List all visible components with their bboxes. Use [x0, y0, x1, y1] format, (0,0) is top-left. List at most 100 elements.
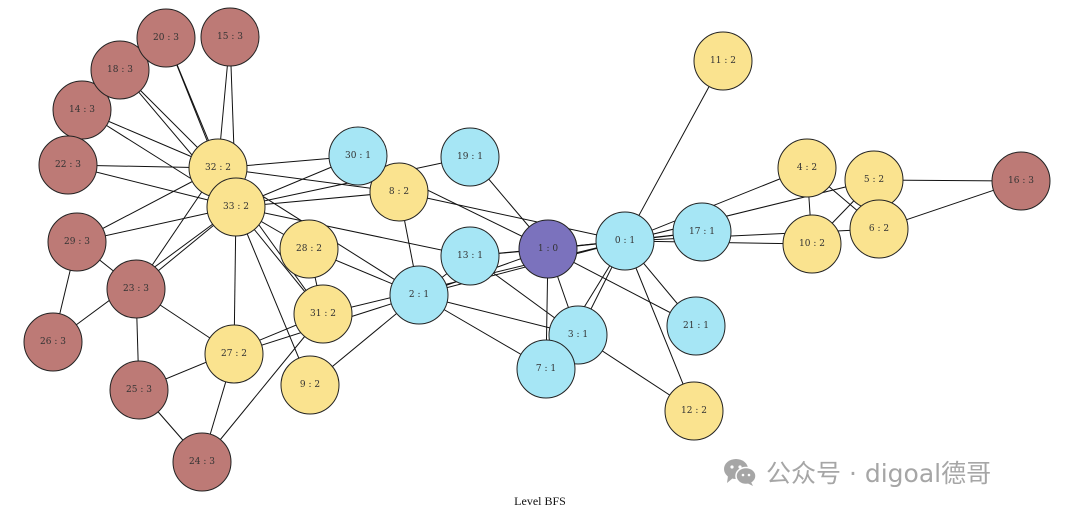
node-label-4: 4 : 2 — [797, 163, 817, 173]
node-label-16: 16 : 3 — [1008, 176, 1034, 186]
node-label-15: 15 : 3 — [217, 32, 243, 42]
node-circle-7 — [516, 339, 576, 399]
node-circle-2 — [389, 265, 449, 325]
node-circle-31 — [293, 284, 353, 344]
node-label-33: 33 : 2 — [223, 202, 249, 212]
edge-0-8 — [398, 191, 626, 242]
graph-nodes: 0 : 1 1 : 0 2 : 1 3 : 1 4 : 2 5 : 2 6 : 2 7 : 1… — [23, 7, 1051, 492]
node-label-12: 12 : 2 — [681, 406, 707, 416]
node-label-14: 14 : 3 — [69, 105, 95, 115]
node-circle-6 — [849, 199, 909, 259]
node-30: 30 : 1 — [328, 126, 388, 186]
node-label-11: 11 : 2 — [710, 56, 736, 66]
node-13: 13 : 1 — [440, 226, 500, 286]
node-label-0: 0 : 1 — [615, 236, 635, 246]
edge-0-11 — [624, 60, 724, 242]
node-circle-16 — [991, 151, 1051, 211]
node-27: 27 : 2 — [204, 324, 264, 384]
node-6: 6 : 2 — [849, 199, 909, 259]
node-label-19: 19 : 1 — [457, 152, 483, 162]
node-28: 28 : 2 — [279, 219, 339, 279]
node-15: 15 : 3 — [200, 7, 260, 67]
node-label-23: 23 : 3 — [123, 284, 149, 294]
node-circle-30 — [328, 126, 388, 186]
node-circle-19 — [440, 127, 500, 187]
node-circle-25 — [109, 360, 169, 420]
node-circle-29 — [47, 212, 107, 272]
node-label-13: 13 : 1 — [457, 251, 483, 261]
node-24: 24 : 3 — [172, 432, 232, 492]
node-11: 11 : 2 — [693, 31, 753, 91]
node-circle-23 — [106, 259, 166, 319]
node-8: 8 : 2 — [369, 162, 429, 222]
node-circle-33 — [206, 177, 266, 237]
node-label-6: 6 : 2 — [869, 224, 889, 234]
node-label-22: 22 : 3 — [55, 160, 81, 170]
node-circle-20 — [136, 8, 196, 68]
node-circle-15 — [200, 7, 260, 67]
node-26: 26 : 3 — [23, 312, 83, 372]
node-label-9: 9 : 2 — [300, 380, 320, 390]
node-16: 16 : 3 — [991, 151, 1051, 211]
edge-8-32 — [217, 167, 400, 193]
node-label-2: 2 : 1 — [409, 290, 429, 300]
node-circle-26 — [23, 312, 83, 372]
node-circle-8 — [369, 162, 429, 222]
node-29: 29 : 3 — [47, 212, 107, 272]
node-31: 31 : 2 — [293, 284, 353, 344]
graph-caption: Level BFS — [514, 494, 566, 508]
node-22: 22 : 3 — [38, 135, 98, 195]
node-label-31: 31 : 2 — [310, 309, 336, 319]
node-label-32: 32 : 2 — [205, 163, 231, 173]
node-label-26: 26 : 3 — [40, 337, 66, 347]
node-label-30: 30 : 1 — [345, 151, 371, 161]
node-label-7: 7 : 1 — [536, 364, 556, 374]
node-circle-24 — [172, 432, 232, 492]
node-9: 9 : 2 — [280, 355, 340, 415]
edge-13-33 — [235, 206, 471, 257]
node-circle-28 — [279, 219, 339, 279]
node-circle-12 — [664, 381, 724, 441]
node-circle-11 — [693, 31, 753, 91]
node-14: 14 : 3 — [52, 80, 112, 140]
node-label-3: 3 : 1 — [568, 330, 588, 340]
node-23: 23 : 3 — [106, 259, 166, 319]
node-5: 5 : 2 — [844, 150, 904, 210]
node-label-18: 18 : 3 — [107, 65, 133, 75]
wechat-icon — [724, 459, 757, 486]
edge-0-12 — [624, 240, 695, 412]
node-circle-22 — [38, 135, 98, 195]
node-circle-4 — [777, 138, 837, 198]
node-label-10: 10 : 2 — [799, 239, 825, 249]
node-18: 18 : 3 — [90, 40, 150, 100]
node-4: 4 : 2 — [777, 138, 837, 198]
node-label-27: 27 : 2 — [221, 349, 247, 359]
edge-9-33 — [235, 206, 311, 386]
node-circle-21 — [666, 296, 726, 356]
node-label-1: 1 : 0 — [538, 244, 558, 254]
node-25: 25 : 3 — [109, 360, 169, 420]
node-circle-18 — [90, 40, 150, 100]
node-circle-1 — [518, 219, 578, 279]
node-circle-9 — [280, 355, 340, 415]
node-19: 19 : 1 — [440, 127, 500, 187]
node-12: 12 : 2 — [664, 381, 724, 441]
node-circle-14 — [52, 80, 112, 140]
node-label-20: 20 : 3 — [153, 33, 179, 43]
node-2: 2 : 1 — [389, 265, 449, 325]
node-33: 33 : 2 — [206, 177, 266, 237]
node-21: 21 : 1 — [666, 296, 726, 356]
node-label-29: 29 : 3 — [64, 237, 90, 247]
edge-0-2 — [418, 240, 626, 296]
watermark: 公众号 · digoal德哥 — [722, 452, 1062, 492]
node-circle-13 — [440, 226, 500, 286]
node-label-8: 8 : 2 — [389, 187, 409, 197]
node-label-24: 24 : 3 — [189, 457, 215, 467]
node-circle-10 — [782, 214, 842, 274]
node-circle-27 — [204, 324, 264, 384]
watermark-text: 公众号 · digoal德哥 — [766, 459, 992, 488]
node-label-21: 21 : 1 — [683, 321, 709, 331]
node-label-28: 28 : 2 — [296, 244, 322, 254]
edge-0-4 — [624, 167, 808, 242]
